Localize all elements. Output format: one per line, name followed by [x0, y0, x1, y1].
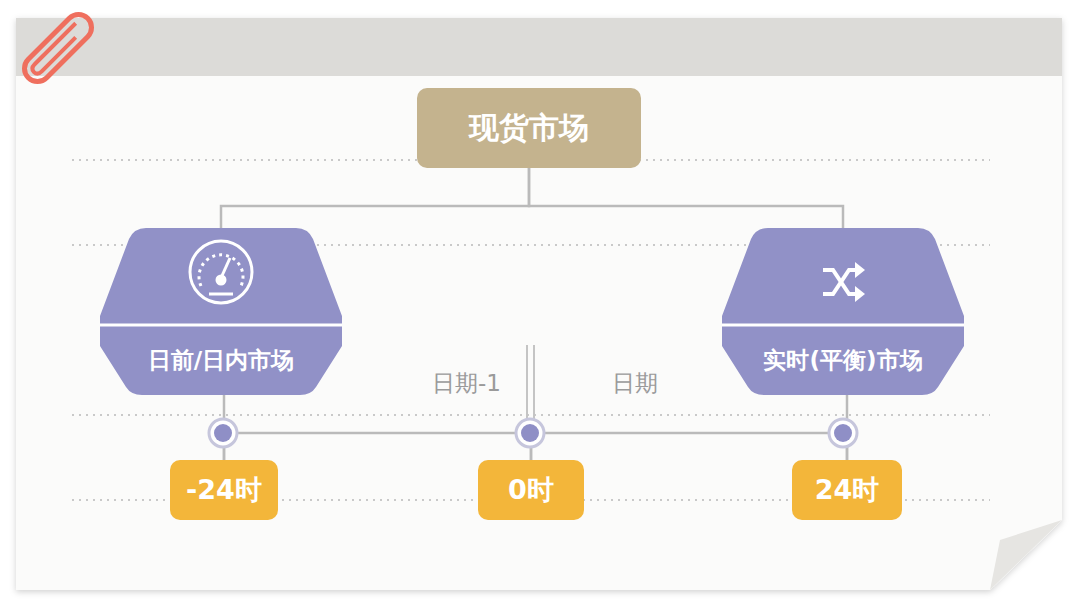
node-title: 现货市场 [469, 110, 589, 146]
date-label: 日期 [612, 368, 658, 399]
connector-line [529, 168, 843, 228]
paper-curl [990, 520, 1062, 590]
market-shape: 实时(平衡)市场 [722, 228, 964, 395]
paper-card [16, 18, 1062, 590]
market-fill [722, 228, 964, 395]
date-label: 日期-1 [432, 368, 501, 399]
double-divider [527, 345, 534, 421]
market-shape: 日前/日内市场 [100, 228, 342, 395]
paper-top-band [16, 18, 1062, 76]
time-label: 0时 [508, 474, 554, 506]
market-divider [100, 324, 342, 327]
timeline-dots [209, 419, 857, 447]
node-title: 日前/日内市场 [148, 347, 294, 375]
market-root-box: 现货市场 [417, 88, 641, 168]
gauge-icon [190, 241, 252, 303]
paperclip [19, 9, 97, 87]
connector-line [221, 168, 529, 228]
guide-lines [72, 160, 990, 500]
time-pill: -24时 [170, 460, 278, 520]
market-divider [722, 324, 964, 327]
time-label: -24时 [186, 474, 262, 506]
connector-line [531, 433, 847, 460]
time-pill: 0时 [478, 460, 584, 520]
market-fill [100, 228, 342, 395]
node-title: 实时(平衡)市场 [763, 347, 922, 375]
connector-line [224, 433, 531, 460]
shuffle-icon [823, 262, 865, 302]
time-label: 24时 [815, 474, 880, 506]
time-pill: 24时 [792, 460, 902, 520]
